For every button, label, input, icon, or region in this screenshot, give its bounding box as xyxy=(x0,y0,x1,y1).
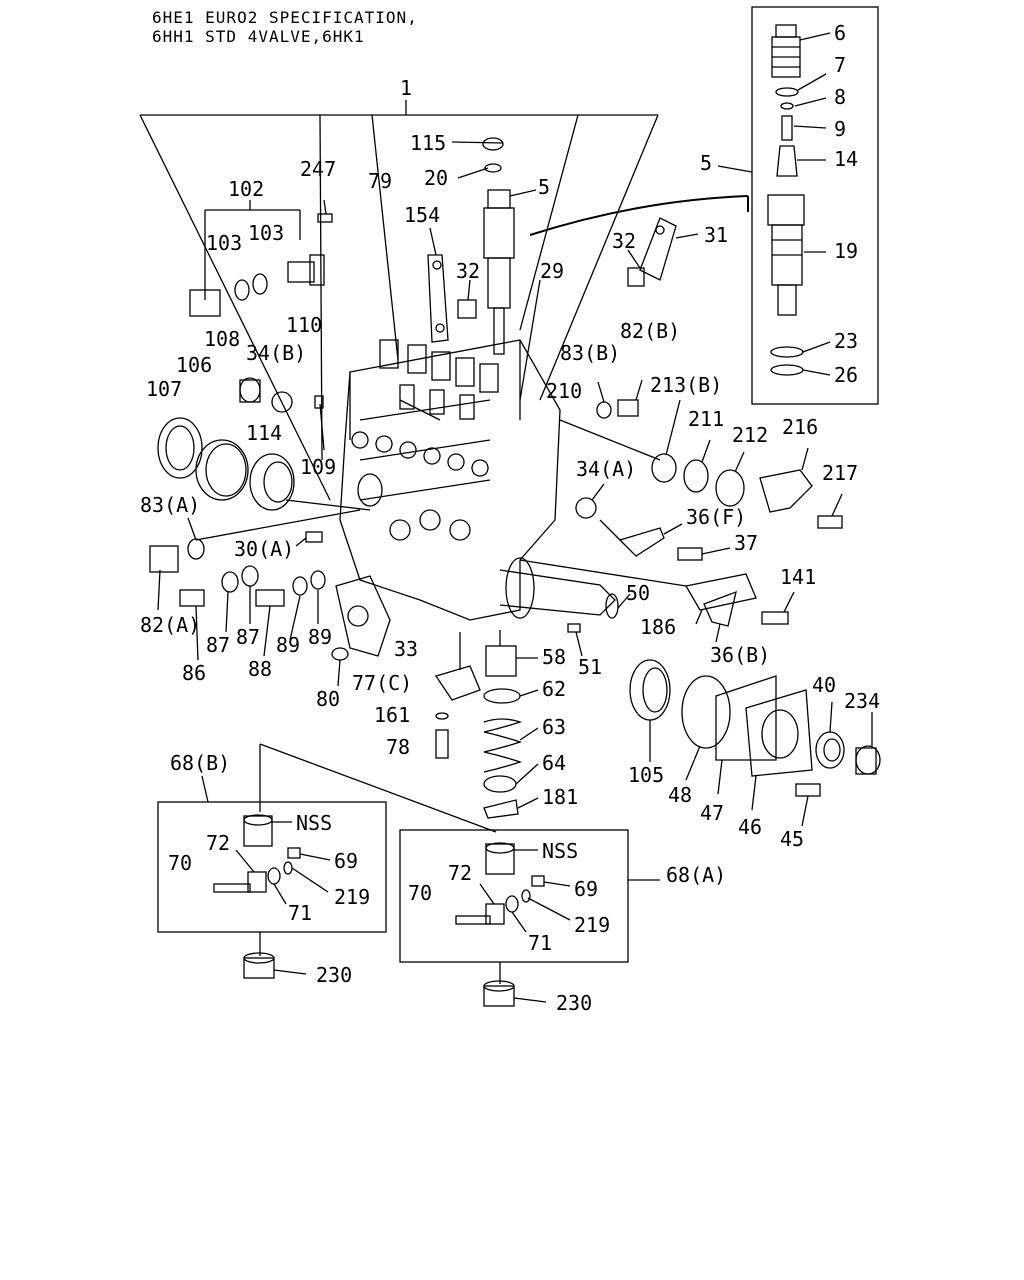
label-32-left: 32 xyxy=(456,259,480,283)
label-14: 14 xyxy=(834,147,858,171)
label-32-right: 32 xyxy=(612,229,636,253)
label-115: 115 xyxy=(410,131,446,155)
label-26: 26 xyxy=(834,363,858,387)
label-106: 106 xyxy=(176,353,212,377)
label-36f: 36(F) xyxy=(686,505,746,529)
label-20: 20 xyxy=(424,166,448,190)
label-40: 40 xyxy=(812,673,836,697)
label-6: 6 xyxy=(834,21,846,45)
label-19: 19 xyxy=(834,239,858,263)
label-211: 211 xyxy=(688,407,724,431)
label-80: 80 xyxy=(316,687,340,711)
label-34b: 34(B) xyxy=(246,341,306,365)
label-213b: 213(B) xyxy=(650,373,722,397)
label-219-b: 219 xyxy=(334,885,370,909)
label-50: 50 xyxy=(626,581,650,605)
label-141: 141 xyxy=(780,565,816,589)
label-102: 102 xyxy=(228,177,264,201)
label-30a: 30(A) xyxy=(234,537,294,561)
label-114: 114 xyxy=(246,421,282,445)
label-5-right: 5 xyxy=(700,151,712,175)
label-51: 51 xyxy=(578,655,602,679)
label-68a: 68(A) xyxy=(666,863,726,887)
label-87-left: 87 xyxy=(206,633,230,657)
label-23: 23 xyxy=(834,329,858,353)
label-110: 110 xyxy=(286,313,322,337)
label-nss-b: NSS xyxy=(296,811,332,835)
label-79: 79 xyxy=(368,169,392,193)
label-70-a: 70 xyxy=(408,881,432,905)
label-7: 7 xyxy=(834,53,846,77)
label-109: 109 xyxy=(300,455,336,479)
label-86: 86 xyxy=(182,661,206,685)
label-68b: 68(B) xyxy=(170,751,230,775)
label-64: 64 xyxy=(542,751,566,775)
label-72-a: 72 xyxy=(448,861,472,885)
label-87-right: 87 xyxy=(236,625,260,649)
label-70-b: 70 xyxy=(168,851,192,875)
label-83b: 83(B) xyxy=(560,341,620,365)
label-9: 9 xyxy=(834,117,846,141)
label-33: 33 xyxy=(394,637,418,661)
diagram-title-line-2: 6HH1 STD 4VALVE,6HK1 xyxy=(152,27,365,46)
diagram-title-line-1: 6HE1 EURO2 SPECIFICATION, xyxy=(152,8,418,27)
label-78: 78 xyxy=(386,735,410,759)
label-nss-a: NSS xyxy=(542,839,578,863)
label-46: 46 xyxy=(738,815,762,839)
label-58: 58 xyxy=(542,645,566,669)
label-88: 88 xyxy=(248,657,272,681)
label-29: 29 xyxy=(540,259,564,283)
label-47: 47 xyxy=(700,801,724,825)
label-154: 154 xyxy=(404,203,440,227)
label-103-right: 103 xyxy=(248,221,284,245)
label-48: 48 xyxy=(668,783,692,807)
label-82a: 82(A) xyxy=(140,613,200,637)
label-107: 107 xyxy=(146,377,182,401)
label-34a: 34(A) xyxy=(576,457,636,481)
label-31: 31 xyxy=(704,223,728,247)
label-247: 247 xyxy=(300,157,336,181)
label-72-b: 72 xyxy=(206,831,230,855)
label-8: 8 xyxy=(834,85,846,109)
label-82b: 82(B) xyxy=(620,319,680,343)
label-45: 45 xyxy=(780,827,804,851)
label-161: 161 xyxy=(374,703,410,727)
label-71-a: 71 xyxy=(528,931,552,955)
label-1: 1 xyxy=(400,76,412,100)
label-212: 212 xyxy=(732,423,768,447)
label-69-a: 69 xyxy=(574,877,598,901)
label-69-b: 69 xyxy=(334,849,358,873)
label-181: 181 xyxy=(542,785,578,809)
label-37: 37 xyxy=(734,531,758,555)
label-62: 62 xyxy=(542,677,566,701)
label-210: 210 xyxy=(546,379,582,403)
label-63: 63 xyxy=(542,715,566,739)
label-36b: 36(B) xyxy=(710,643,770,667)
label-230-a: 230 xyxy=(556,991,592,1015)
label-83a: 83(A) xyxy=(140,493,200,517)
label-89-left: 89 xyxy=(276,633,300,657)
label-77c: 77(C) xyxy=(352,671,412,695)
label-89-right: 89 xyxy=(308,625,332,649)
label-186: 186 xyxy=(640,615,676,639)
label-105: 105 xyxy=(628,763,664,787)
label-108: 108 xyxy=(204,327,240,351)
label-71-b: 71 xyxy=(288,901,312,925)
label-5: 5 xyxy=(538,175,550,199)
label-230-b: 230 xyxy=(316,963,352,987)
label-216: 216 xyxy=(782,415,818,439)
label-219-a: 219 xyxy=(574,913,610,937)
label-103-left: 103 xyxy=(206,231,242,255)
label-217: 217 xyxy=(822,461,858,485)
label-234: 234 xyxy=(844,689,880,713)
